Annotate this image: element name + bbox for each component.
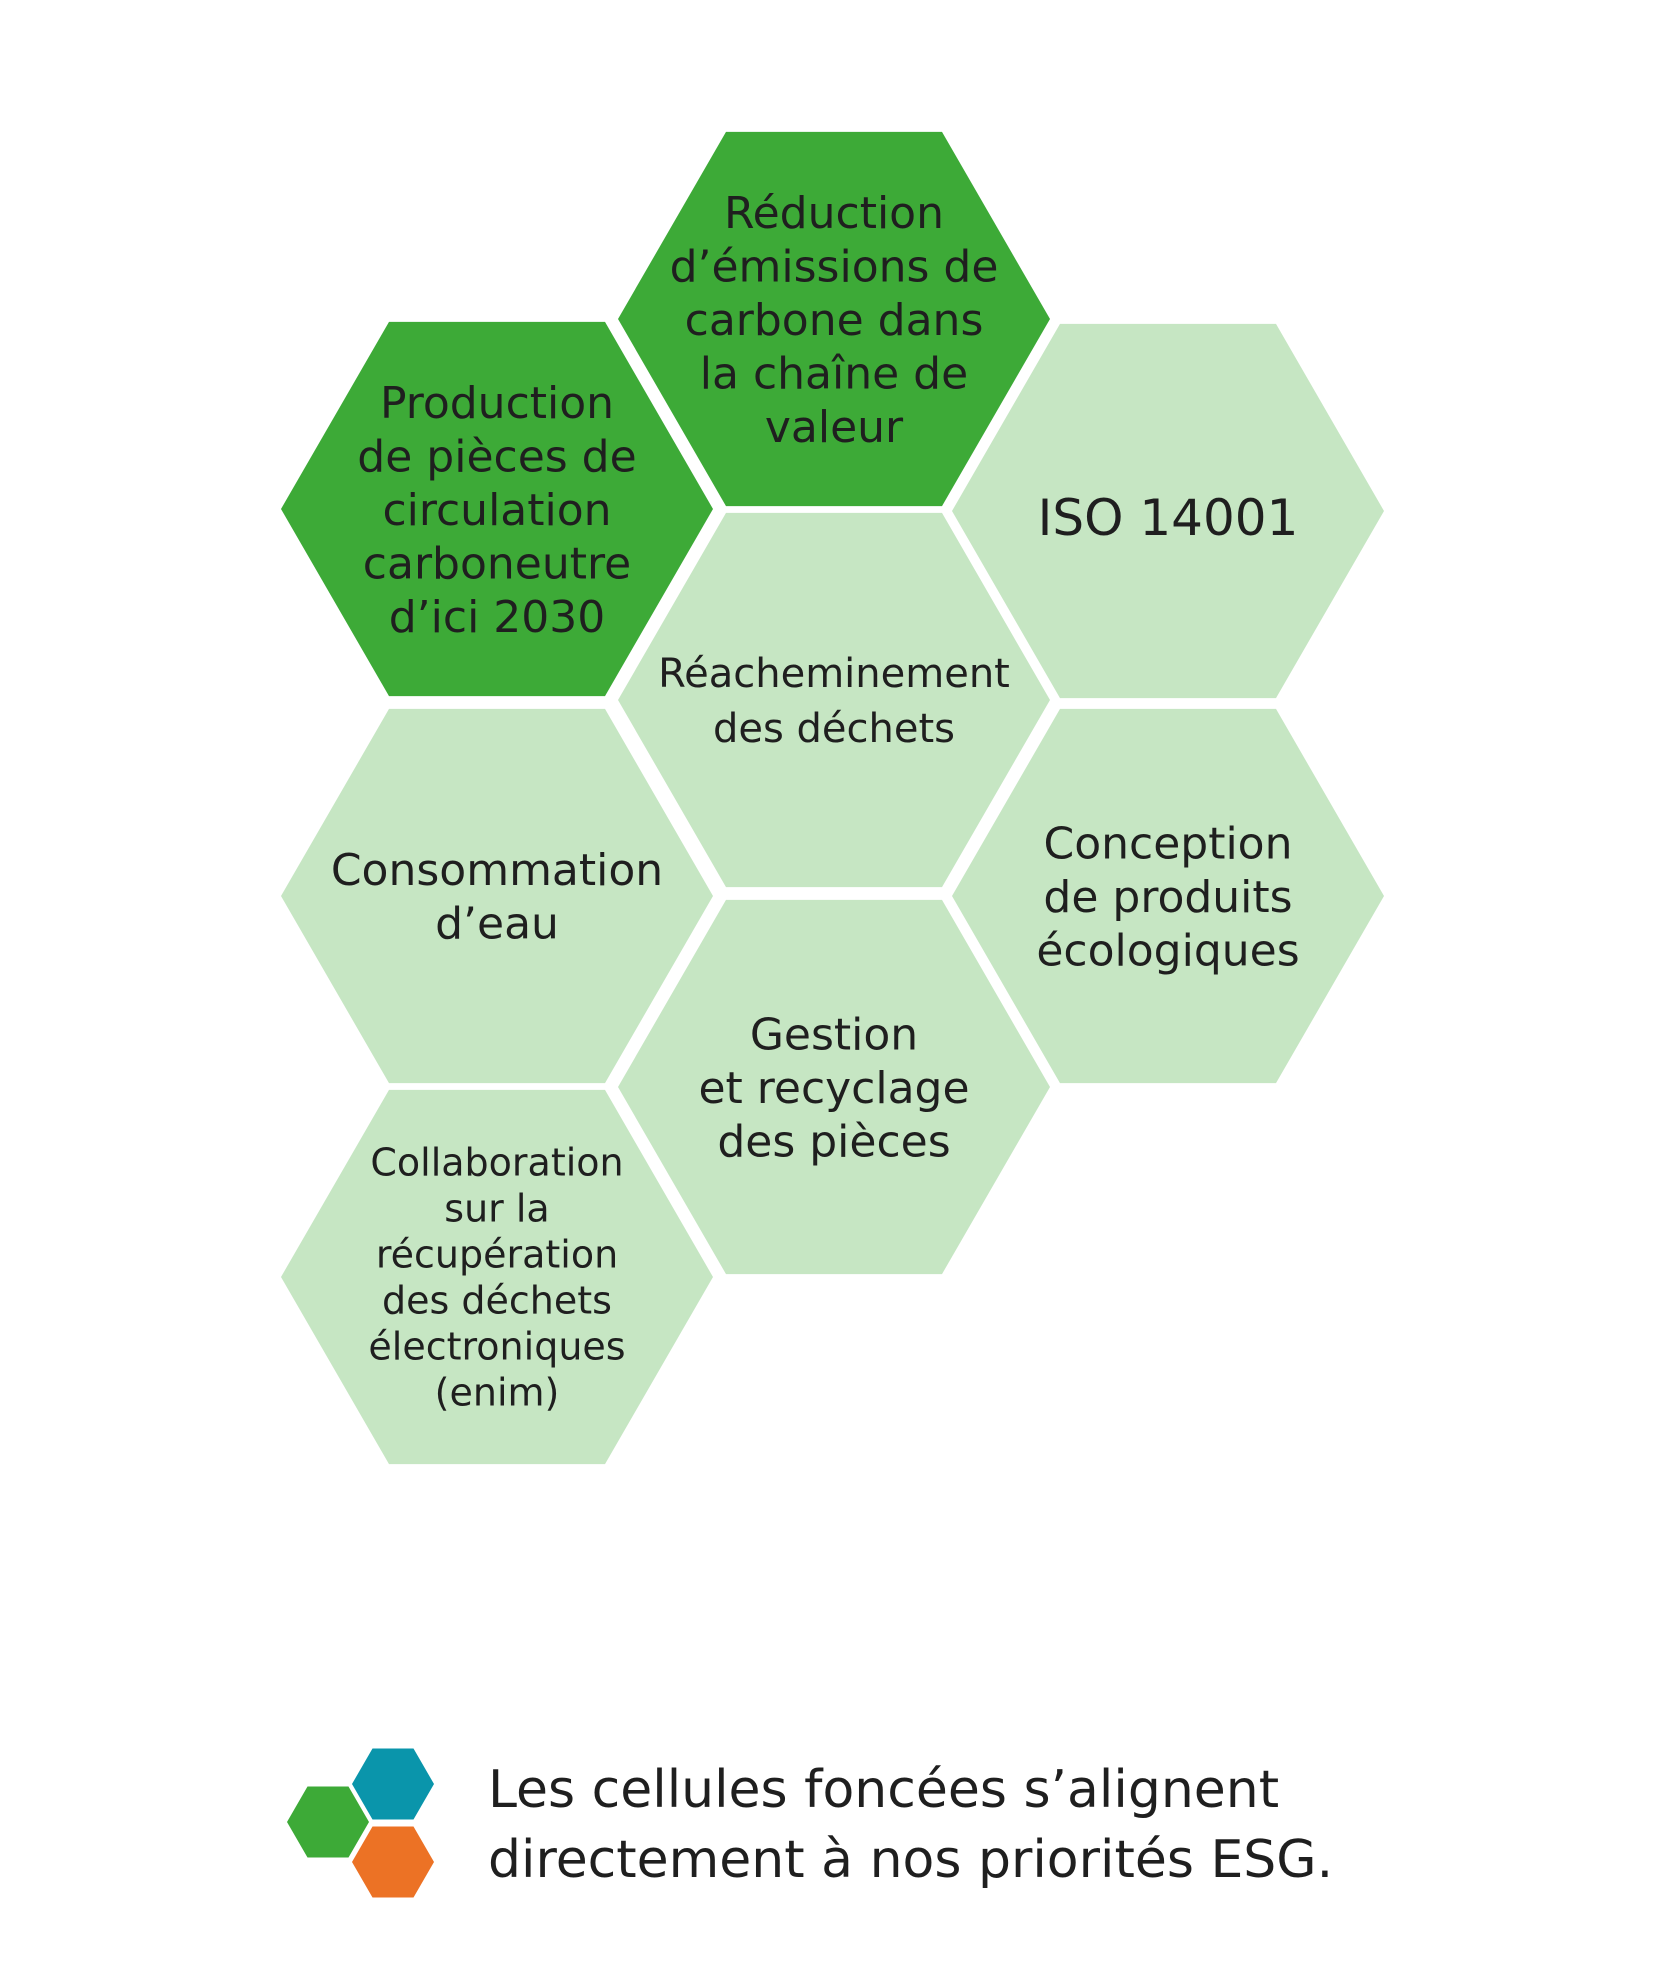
hexagon-label-line: des déchets <box>713 706 955 752</box>
hexagon-label-line: Réduction <box>724 188 944 239</box>
hexagon-label-line: Gestion <box>750 1009 918 1060</box>
legend-hex-orange-icon <box>352 1826 434 1898</box>
hexagon-label-line: Consommation <box>331 845 663 896</box>
hexagon-label-line: écologiques <box>1036 925 1299 976</box>
hexagon-label-line: électroniques <box>368 1325 625 1369</box>
hexagon-label-line: Conception <box>1043 818 1292 869</box>
legend-hex-blue-icon <box>352 1748 434 1820</box>
hexagon-label-line: des pièces <box>717 1116 950 1167</box>
legend-caption: Les cellules foncées s’alignent directem… <box>488 1755 1588 1895</box>
hexagon-shape <box>618 899 1050 1275</box>
legend-caption-line-2: directement à nos priorités ESG. <box>488 1830 1334 1890</box>
hexagon-iso-14001: ISO 14001 <box>952 323 1384 699</box>
hexagon-shape <box>618 512 1050 888</box>
hexagon-label-line: de pièces de <box>357 431 636 482</box>
hexagon-label-line: carbone dans <box>685 295 984 346</box>
hexagon-shape <box>281 708 713 1084</box>
hexagon-label-line: circulation <box>382 485 611 536</box>
legend-hexagon-icon <box>287 1748 434 1898</box>
hexagon-label-line: de produits <box>1043 872 1292 923</box>
legend-hex-green-icon <box>287 1786 369 1858</box>
hexagon-reacheminement-dechets: Réacheminement des déchets <box>618 512 1050 888</box>
legend-caption-line-1: Les cellules foncées s’alignent <box>488 1760 1280 1820</box>
hexagon-label-line: Collaboration <box>370 1141 623 1185</box>
hexagon-label-line: sur la <box>444 1187 549 1231</box>
hexagon-label-line: et recyclage <box>698 1063 969 1114</box>
hexagon-label-line: d’ici 2030 <box>389 592 606 643</box>
hexagon-label-line: récupération <box>376 1233 618 1277</box>
hexagon-label-line: valeur <box>765 402 904 453</box>
hexagon-shape <box>281 1089 713 1465</box>
hexagon-label-line: d’émissions de <box>670 241 999 292</box>
hexagon-shape <box>952 323 1384 699</box>
hexagon-shape <box>618 131 1050 507</box>
hexagon-shape <box>952 708 1384 1084</box>
hexagon-label-line: carboneutre <box>363 538 631 589</box>
hexagon-label-line: Production <box>380 378 614 429</box>
hexagon-label-line: Réacheminement <box>658 651 1010 697</box>
hexagon-label-line: la chaîne de <box>700 348 968 399</box>
hexagon-label-line: ISO 14001 <box>1038 489 1299 547</box>
hexagon-shape <box>281 321 713 697</box>
hexagon-label-line: d’eau <box>435 899 559 950</box>
hexagon-label-line: des déchets <box>382 1279 612 1323</box>
hexagon-label-line: (enim) <box>435 1371 560 1415</box>
